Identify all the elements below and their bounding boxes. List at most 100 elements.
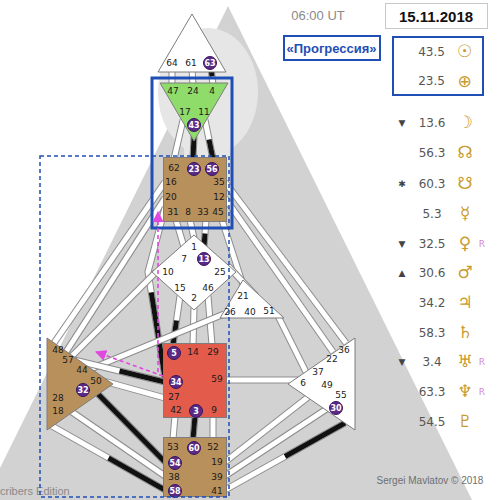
planet-symbol: ♃ xyxy=(457,292,472,312)
channel-fill xyxy=(72,272,156,356)
channel-line xyxy=(193,416,195,439)
highlight-frame xyxy=(152,78,232,228)
root-center: 535219383941605458 xyxy=(163,437,227,497)
info-text: 23.5 xyxy=(418,74,445,88)
gate-number: 59 xyxy=(211,374,222,384)
panel-label: ✱ xyxy=(398,179,406,189)
planet-symbol: ☊ xyxy=(457,142,472,162)
activation-circle: 3 xyxy=(189,404,203,418)
ego-center: 21264051 xyxy=(220,280,284,318)
gate-number: 62 xyxy=(168,163,179,173)
panel-label: 58.3 xyxy=(419,326,446,340)
gate-number: 28 xyxy=(52,393,63,403)
center-shape xyxy=(152,235,236,310)
head-center: 646163 xyxy=(158,14,226,72)
channel-fill xyxy=(211,416,216,439)
activated-gate: 32 xyxy=(77,386,88,395)
center-shape xyxy=(288,338,355,430)
gate-number: 26 xyxy=(224,307,235,317)
sacral-center: 142959274295343 xyxy=(163,343,227,418)
gate-number: 38 xyxy=(168,472,179,482)
defined-channel xyxy=(120,371,166,382)
activation-circle: 63 xyxy=(203,56,217,70)
panel-label: R xyxy=(479,357,485,367)
channel-line xyxy=(278,316,306,372)
planet-symbol: ☋ xyxy=(457,173,472,193)
activation-circle: 58 xyxy=(168,484,182,498)
gate-number: 22 xyxy=(326,354,337,364)
center-shape xyxy=(47,338,113,430)
channel-line xyxy=(225,182,346,343)
channel xyxy=(225,380,302,381)
channel xyxy=(52,426,165,490)
info-text: ☉ xyxy=(457,41,472,61)
gate-number: 4 xyxy=(209,86,215,96)
activation-circle: 56 xyxy=(205,162,219,176)
panel-label: R xyxy=(479,239,485,249)
gate-number: 48 xyxy=(52,345,63,355)
channel xyxy=(278,316,306,372)
planet-symbol: ♅ xyxy=(457,351,472,371)
gate-number: 57 xyxy=(62,355,73,365)
channel xyxy=(72,272,156,356)
gate-number: 6 xyxy=(300,378,306,388)
channel xyxy=(173,416,175,439)
activated-gate: 13 xyxy=(198,255,209,264)
channel xyxy=(225,423,345,490)
body-silhouette xyxy=(0,6,472,500)
channel-line xyxy=(72,272,156,356)
channel xyxy=(225,182,346,343)
transit-arrow xyxy=(157,212,159,372)
gate-number: 46 xyxy=(202,283,213,293)
position-box: 43.5☉23.5⊕ xyxy=(392,36,484,96)
solar-plexus-center: 3622376495530 xyxy=(288,338,355,430)
gate-number: 17 xyxy=(179,107,190,117)
gate-number: 61 xyxy=(185,58,196,68)
channel xyxy=(205,120,213,159)
gate-number: 33 xyxy=(197,207,208,217)
gate-number: 47 xyxy=(167,86,178,96)
panel-label: ▼ xyxy=(399,118,406,128)
channel-line xyxy=(204,220,206,247)
channel-fill xyxy=(193,416,195,439)
channel-fill xyxy=(278,316,306,372)
gate-number: 19 xyxy=(211,457,222,467)
activated-gate: 23 xyxy=(188,165,199,174)
spleen-center: 48574450281832 xyxy=(47,338,113,430)
dashed-frame xyxy=(40,156,229,497)
channel-fill xyxy=(176,220,184,247)
gate-number: 49 xyxy=(321,380,332,390)
gate-number: 42 xyxy=(170,405,181,415)
activation-circle: 23 xyxy=(187,162,201,176)
panel-label: R xyxy=(479,387,485,397)
gate-number: 41 xyxy=(211,486,222,496)
planet-symbol: ♂ xyxy=(457,262,472,282)
planet-symbol: ♀ xyxy=(459,233,471,253)
gate-number: 36 xyxy=(338,345,349,355)
gate-number: 37 xyxy=(312,367,323,377)
channel-fill xyxy=(225,182,346,343)
gate-number: 15 xyxy=(174,283,185,293)
info-text: «Прогрессия» xyxy=(286,40,376,55)
activated-gate: 63 xyxy=(204,59,215,68)
panel-label: 3.4 xyxy=(422,355,441,369)
gate-number: 24 xyxy=(187,86,198,96)
channel-line xyxy=(173,416,175,439)
defined-channel xyxy=(193,416,195,439)
channel-fill xyxy=(204,220,206,247)
activated-gate: 43 xyxy=(188,121,199,130)
activation-circle: 34 xyxy=(169,375,183,389)
panel-label: ▲ xyxy=(399,268,406,278)
panel-label: 34.2 xyxy=(419,296,446,310)
activated-gate: 54 xyxy=(169,459,180,468)
gate-number: 45 xyxy=(212,207,223,217)
gate-number: 25 xyxy=(214,267,225,277)
info-text: 15.11.2018 xyxy=(399,8,473,25)
gate-number: 50 xyxy=(90,376,101,386)
info-text: ⊕ xyxy=(457,71,471,91)
activated-gate: 34 xyxy=(170,378,181,387)
throat-center: 621635201231833452356 xyxy=(163,157,227,222)
date-box: 15.11.2018 xyxy=(385,3,488,29)
